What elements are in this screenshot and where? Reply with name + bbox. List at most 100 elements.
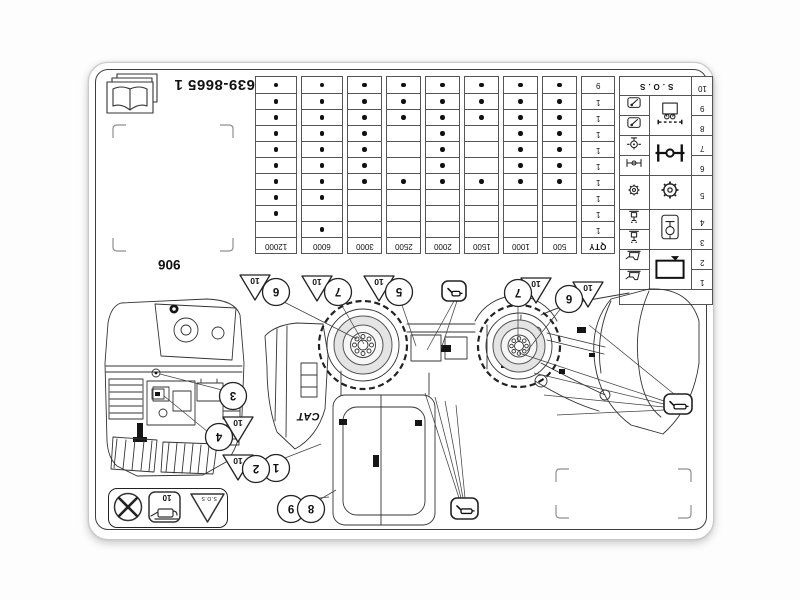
monitor-icon: [651, 253, 689, 281]
service-dot: [479, 99, 484, 104]
front-tyre: [317, 299, 409, 391]
service-dot: [362, 115, 367, 120]
interval-column-1500: 1500: [464, 76, 499, 254]
service-dot: [518, 147, 523, 152]
dot-cell: [302, 77, 342, 93]
dot-cell: [256, 141, 296, 157]
dot-cell: [348, 93, 381, 109]
service-dot: [319, 82, 325, 88]
dot-cell: [504, 77, 537, 93]
dot-cell: [504, 189, 537, 205]
dot-cell: [504, 109, 537, 125]
svg-text:10: 10: [312, 277, 322, 287]
gear-icon: [651, 176, 689, 204]
qty-cell: 1: [582, 157, 614, 173]
axle-small-icon: [622, 156, 646, 170]
dot-cell: [302, 157, 342, 173]
dot-cell: [504, 173, 537, 189]
service-dot: [362, 82, 367, 88]
wheel-loader-side-view: [264, 288, 700, 526]
dot-cell: [256, 221, 296, 237]
service-dot: [440, 163, 445, 168]
svg-text:3: 3: [230, 389, 236, 401]
item-row-5: 5: [619, 175, 713, 210]
qty-cell: 1: [582, 189, 614, 205]
dot-cell: [465, 189, 498, 205]
service-dot: [440, 131, 445, 136]
interval-header: 1500: [465, 237, 498, 253]
dot-cell: [387, 93, 420, 109]
dot-cell: [348, 173, 381, 189]
svg-text:8: 8: [307, 502, 314, 514]
svg-text:9: 9: [288, 502, 294, 514]
dot-cell: [426, 173, 459, 189]
callout-circle-8: 8: [296, 494, 326, 524]
dot-cell: [387, 205, 420, 221]
item-row-4: 4: [619, 209, 713, 250]
service-dot: [319, 179, 325, 184]
qty-cell: 1: [582, 109, 614, 125]
grease-gun-box-icon: [441, 280, 467, 302]
dot-cell: [387, 157, 420, 173]
svg-text:10: 10: [250, 276, 260, 286]
dot-cell: [543, 109, 576, 125]
gear-icon: [622, 183, 646, 197]
svg-text:10: 10: [233, 418, 243, 428]
dot-cell: [302, 125, 342, 141]
dot-cell: [426, 141, 459, 157]
service-dot: [319, 115, 325, 120]
dot-cell: [426, 205, 459, 221]
service-dot: [273, 147, 279, 152]
grease-fitting-icon: [622, 230, 646, 244]
interval-header: 12000: [256, 237, 296, 253]
dot-cell: [465, 221, 498, 237]
service-dot: [273, 131, 279, 136]
service-dot: [518, 131, 523, 136]
qty-cell: 1: [582, 93, 614, 109]
service-dot: [440, 179, 445, 184]
interval-header: 1000: [504, 237, 537, 253]
corner-brackets: [112, 124, 692, 519]
service-dot: [319, 163, 325, 168]
svg-text:10: 10: [233, 456, 243, 466]
grease-gun-box-icon: [663, 393, 693, 415]
item-row-2: 2: [619, 249, 713, 290]
large-icon-cell: [648, 175, 693, 210]
dot-cell: [256, 125, 296, 141]
interval-column-500: 500: [542, 76, 577, 254]
svg-text:6: 6: [273, 285, 279, 297]
hub-icon: [622, 136, 646, 150]
dot-cell: [543, 173, 576, 189]
wheel-lug-holes: [352, 334, 529, 356]
service-dot: [557, 147, 562, 152]
service-dot: [440, 115, 445, 120]
dot-cell: [543, 221, 576, 237]
service-dot: [273, 115, 279, 120]
grease-gun-boxes: [441, 280, 693, 520]
dot-cell: [387, 77, 420, 93]
interval-column-1000: 1000: [503, 76, 538, 254]
dot-cell: [302, 173, 342, 189]
svg-text:10: 10: [583, 283, 593, 293]
dot-cell: [504, 141, 537, 157]
dot-cell: [426, 125, 459, 141]
dot-cell: [543, 93, 576, 109]
dot-cell: [543, 205, 576, 221]
cat-logo: CAT: [296, 409, 320, 422]
svg-text:7: 7: [515, 286, 521, 298]
interval-column-6000: 6000: [301, 76, 343, 254]
dot-cell: [387, 141, 420, 157]
interval-header: 500: [543, 237, 576, 253]
dot-cell: [302, 189, 342, 205]
dot-cell: [426, 77, 459, 93]
dot-cell: [465, 77, 498, 93]
dot-cell: [465, 109, 498, 125]
callout-circle-6: 6: [261, 277, 291, 307]
callout-leader-lines: [159, 300, 675, 501]
interval-column-2500: 2500: [386, 76, 421, 254]
callout-circle-6: 6: [554, 284, 584, 314]
dot-cell: [256, 189, 296, 205]
